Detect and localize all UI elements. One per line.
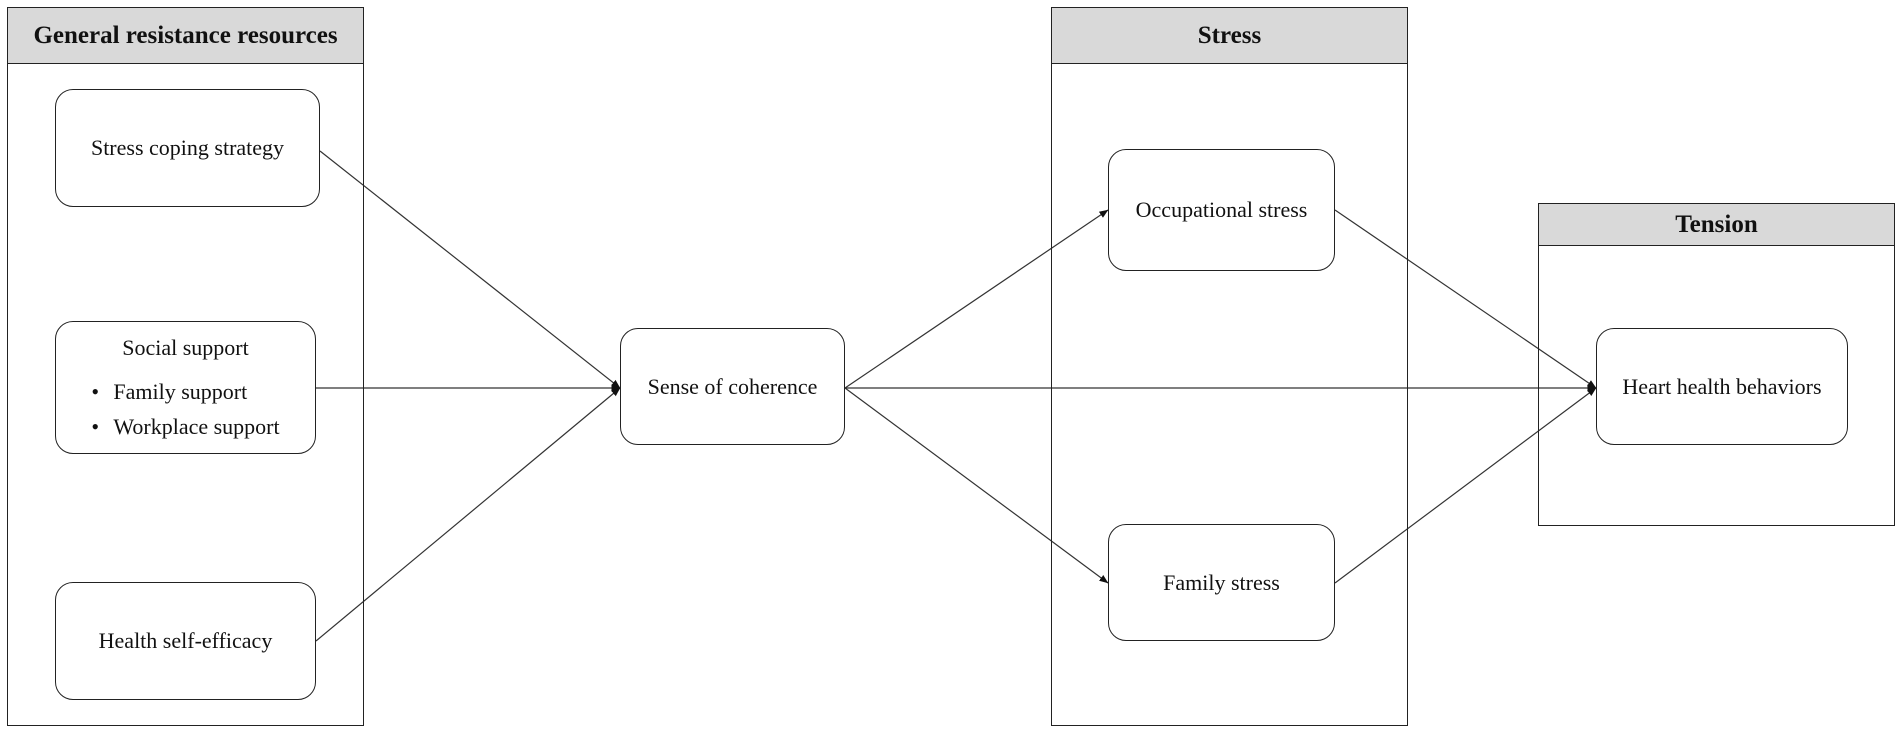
node-social-support: Social support • Family support • Workplac… xyxy=(55,321,316,454)
group-title: Tension xyxy=(1675,210,1758,238)
group-general-resistance-resources: General resistance resources xyxy=(7,7,364,726)
node-label: Heart health behaviors xyxy=(1622,373,1822,399)
group-title: Stress xyxy=(1197,21,1262,49)
group-title: General resistance resources xyxy=(33,21,338,49)
edge-coherence-to-occupational xyxy=(844,209,1109,389)
edge-family-to-heart xyxy=(1334,387,1597,584)
group-stress: Stress xyxy=(1051,7,1408,726)
edge-efficacy-to-coherence xyxy=(315,387,621,642)
group-header-tension: Tension xyxy=(1539,204,1894,246)
bullet: • xyxy=(91,413,100,439)
node-health-self-efficacy: Health self-efficacy xyxy=(55,582,316,700)
list-item-label: Workplace support xyxy=(113,413,280,439)
list-item: • Family support xyxy=(91,379,279,405)
node-stress-coping-strategy: Stress coping strategy xyxy=(55,89,320,207)
edge-coping-to-coherence xyxy=(319,150,621,389)
bullet: • xyxy=(91,379,100,405)
node-occupational-stress: Occupational stress xyxy=(1108,149,1335,271)
node-heart-health-behaviors: Heart health behaviors xyxy=(1596,328,1848,445)
node-label: Social support xyxy=(122,335,249,361)
social-support-list: • Family support • Workplace support xyxy=(91,371,279,440)
node-label: Occupational stress xyxy=(1135,197,1308,222)
edge-occupational-to-heart xyxy=(1334,209,1597,389)
node-sense-of-coherence: Sense of coherence xyxy=(620,328,845,445)
node-label: Health self-efficacy xyxy=(98,628,273,653)
node-label: Family stress xyxy=(1163,569,1280,595)
group-tension: Tension xyxy=(1538,203,1895,526)
group-header-stress: Stress xyxy=(1052,8,1407,64)
node-label: Sense of coherence xyxy=(647,373,818,399)
list-item: • Workplace support xyxy=(91,414,279,440)
edge-coherence-to-family xyxy=(844,387,1109,584)
list-item-label: Family support xyxy=(113,379,248,405)
group-header-general-resistance-resources: General resistance resources xyxy=(8,8,363,64)
node-label: Stress coping strategy xyxy=(90,135,285,160)
node-family-stress: Family stress xyxy=(1108,524,1335,641)
